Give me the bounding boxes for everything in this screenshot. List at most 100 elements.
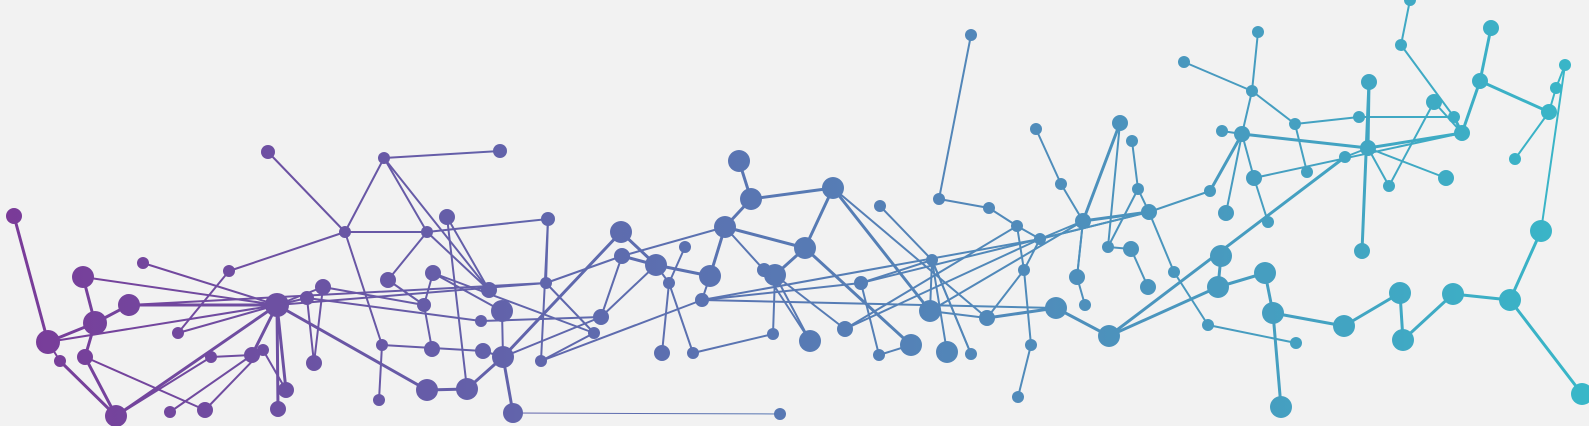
network-node xyxy=(794,237,816,259)
network-edge xyxy=(701,282,862,301)
network-edge xyxy=(701,238,1041,301)
network-node xyxy=(764,264,786,286)
network-node xyxy=(614,248,630,264)
network-edge xyxy=(1271,311,1346,328)
network-edge xyxy=(1240,132,1370,150)
network-node xyxy=(645,254,667,276)
network-node xyxy=(1254,262,1276,284)
network-edge xyxy=(1478,26,1493,83)
network-node xyxy=(695,293,709,307)
network-node xyxy=(1550,82,1562,94)
network-edge xyxy=(275,303,280,411)
network-node xyxy=(425,265,441,281)
network-node xyxy=(933,193,945,205)
network-node xyxy=(339,226,351,238)
network-node xyxy=(540,277,552,289)
network-edge xyxy=(540,299,703,362)
network-edge xyxy=(383,157,490,291)
network-edge xyxy=(1271,311,1283,409)
network-edge xyxy=(1367,147,1447,179)
network-node xyxy=(1290,337,1302,349)
network-node xyxy=(1454,125,1470,141)
network-node xyxy=(979,310,995,326)
network-edge xyxy=(275,303,429,392)
network-node xyxy=(421,226,433,238)
network-node xyxy=(118,294,140,316)
network-edge xyxy=(803,246,913,347)
network-edge xyxy=(58,359,118,418)
network-node xyxy=(1178,56,1190,68)
network-node xyxy=(373,394,385,406)
network-edge xyxy=(1076,220,1084,278)
network-node xyxy=(1270,396,1292,418)
network-node xyxy=(424,341,440,357)
network-edge xyxy=(661,282,670,354)
network-edge xyxy=(177,304,278,334)
network-node xyxy=(1011,220,1023,232)
network-node xyxy=(1202,319,1214,331)
network-node xyxy=(83,311,107,335)
network-edge xyxy=(306,297,482,322)
network-node xyxy=(714,216,736,238)
network-edge xyxy=(1401,292,1455,342)
network-node xyxy=(1141,204,1157,220)
network-node xyxy=(1395,39,1407,51)
network-node xyxy=(1389,282,1411,304)
network-node xyxy=(223,265,235,277)
network-node xyxy=(1204,185,1216,197)
network-node xyxy=(767,328,779,340)
network-edge xyxy=(1148,190,1211,213)
network-edge xyxy=(860,282,880,356)
network-node xyxy=(72,266,94,288)
network-node xyxy=(1140,279,1156,295)
network-edge xyxy=(545,255,623,284)
network-node xyxy=(983,202,995,214)
network-edge xyxy=(1131,140,1139,190)
network-node xyxy=(491,300,513,322)
network-node xyxy=(1112,115,1128,131)
network-edge xyxy=(692,333,774,354)
network-node xyxy=(822,177,844,199)
network-node xyxy=(1442,283,1464,305)
network-edge xyxy=(931,259,972,355)
network-node xyxy=(1252,26,1264,38)
network-edge xyxy=(1017,344,1032,398)
network-node xyxy=(1262,216,1274,228)
network-edge xyxy=(387,231,428,281)
network-edges xyxy=(12,0,1584,418)
network-node xyxy=(1012,391,1024,403)
network-node xyxy=(1360,140,1376,156)
network-edge xyxy=(47,304,278,343)
network-edge xyxy=(1208,132,1244,193)
network-edge xyxy=(1183,61,1253,92)
network-node xyxy=(270,401,286,417)
network-node xyxy=(306,355,322,371)
network-edge xyxy=(985,306,1058,320)
network-node xyxy=(1289,118,1301,130)
network-edge xyxy=(749,186,835,201)
network-node xyxy=(610,221,632,243)
network-edge xyxy=(831,186,932,313)
network-edge xyxy=(879,205,933,261)
network-node xyxy=(1426,94,1442,110)
network-node xyxy=(1541,104,1557,120)
network-edge xyxy=(1081,121,1122,223)
network-edge xyxy=(12,214,50,344)
network-node xyxy=(854,276,868,290)
network-edge xyxy=(929,220,1084,312)
network-node xyxy=(475,343,491,359)
network-node xyxy=(36,330,60,354)
network-node xyxy=(740,188,762,210)
network-edge xyxy=(306,297,315,364)
network-edge xyxy=(228,231,346,272)
network-node xyxy=(1055,178,1067,190)
network-edge xyxy=(1035,128,1062,185)
network-node xyxy=(1438,170,1454,186)
network-edge xyxy=(1225,133,1243,214)
network-node xyxy=(1483,20,1499,36)
network-edge xyxy=(1107,122,1121,248)
network-node xyxy=(1132,183,1144,195)
network-edge xyxy=(938,198,990,209)
network-node xyxy=(774,408,786,420)
